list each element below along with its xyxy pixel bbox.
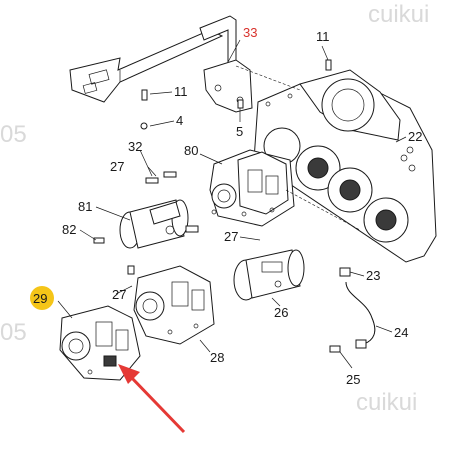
label-5: 5 [236, 124, 243, 139]
gear-pump-81 [119, 199, 199, 249]
label-25: 25 [346, 372, 360, 387]
label-80: 80 [184, 143, 198, 158]
label-28: 28 [210, 350, 224, 365]
label-29: 29 [33, 291, 47, 306]
label-4: 4 [176, 113, 183, 128]
label-26: 26 [274, 305, 288, 320]
bolts-top [140, 59, 332, 130]
watermark-left-bottom: 05 [0, 319, 27, 346]
label-11-top: 11 [316, 29, 330, 44]
label-27-left: 27 [110, 159, 124, 174]
label-23: 23 [366, 268, 380, 283]
label-11: 11 [174, 84, 188, 99]
main-pump [209, 149, 295, 227]
bolts-27-left [145, 171, 177, 184]
highlight-badge [30, 286, 54, 310]
pointer-arrow [118, 364, 186, 434]
label-32: 32 [128, 139, 142, 154]
label-24: 24 [394, 325, 408, 340]
leader-lines [57, 39, 407, 369]
pump-28 [133, 265, 215, 345]
label-22: 22 [408, 129, 422, 144]
label-27-low: 27 [112, 287, 126, 302]
bolt-82 [93, 237, 105, 244]
gear-housing [253, 69, 437, 263]
highlighted-pump-29 [59, 305, 141, 381]
label-82: 82 [62, 222, 76, 237]
gear-pump-26 [233, 249, 305, 301]
watermark-top-right: cuikui [368, 1, 429, 28]
mounting-bracket [69, 15, 253, 113]
watermark-bottom-right: cuikui [356, 389, 417, 416]
label-81: 81 [78, 199, 92, 214]
bolt-27-mid [127, 265, 135, 275]
watermark-left-top: 05 [0, 121, 27, 148]
label-27-mid: 27 [224, 229, 238, 244]
label-33: 33 [243, 25, 257, 40]
hose-assembly [329, 267, 376, 353]
